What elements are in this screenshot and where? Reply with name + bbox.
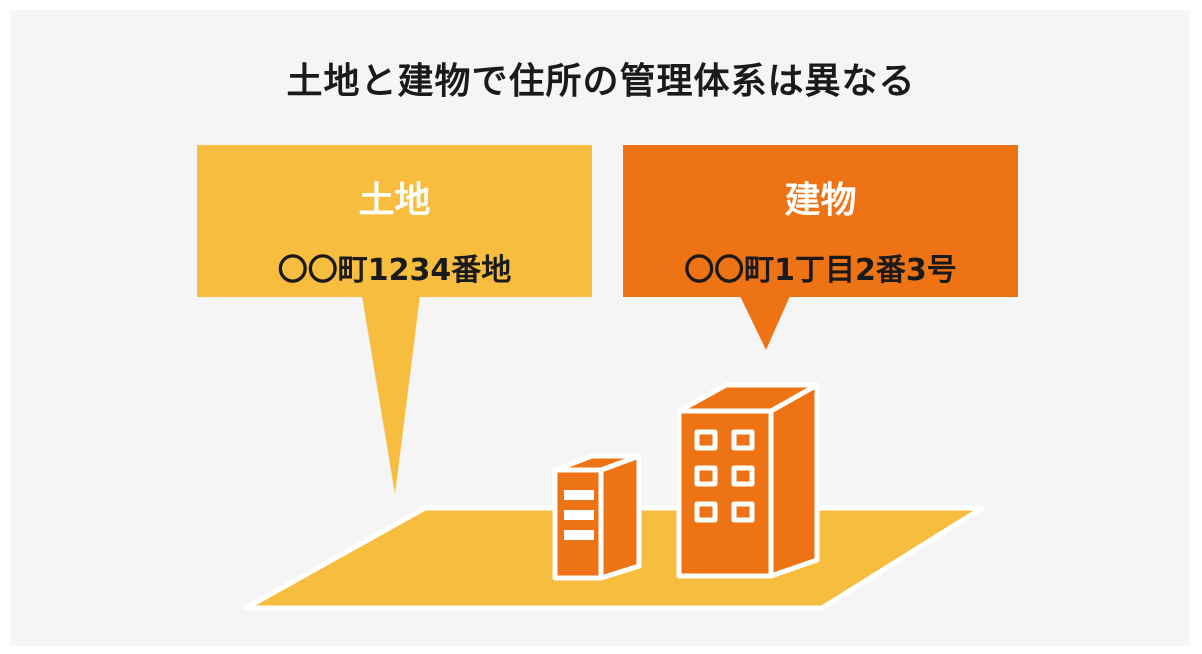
land-heading: 土地 [358, 180, 431, 221]
land-address: 〇〇町1234番地 [277, 253, 512, 288]
building-heading: 建物 [784, 180, 857, 221]
small-building-icon [552, 453, 642, 581]
tall-building-icon [676, 382, 820, 579]
land-callout-tail [362, 296, 420, 494]
land-callout: 土地 〇〇町1234番地 [197, 145, 592, 297]
building-address: 〇〇町1丁目2番3号 [684, 253, 957, 288]
diagram-title: 土地と建物で住所の管理体系は異なる [286, 61, 916, 102]
building-callout: 建物 〇〇町1丁目2番3号 [623, 145, 1018, 297]
building-callout-tail [740, 296, 790, 350]
